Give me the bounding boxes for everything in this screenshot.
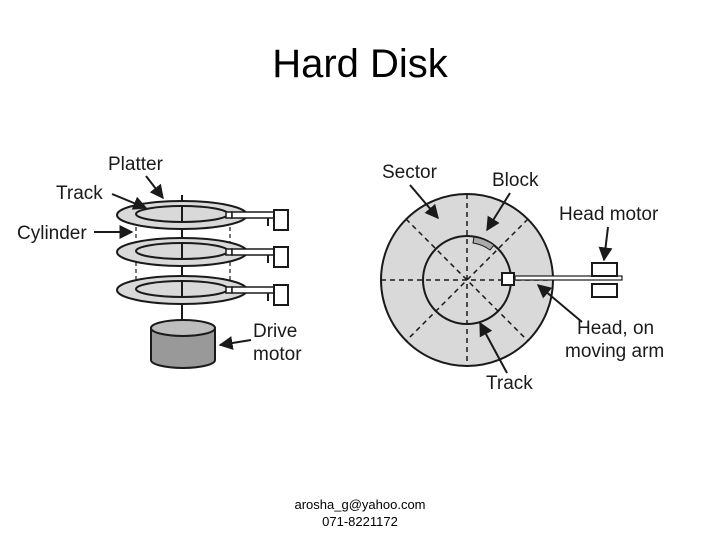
sector-dividers — [381, 194, 553, 366]
drive-motor-label-line1: Drive — [253, 321, 297, 342]
platter-arrow — [145, 175, 164, 200]
head-arm-middle — [225, 246, 289, 268]
head-label-line1: Head, on — [577, 318, 654, 339]
block-arrow — [486, 192, 511, 232]
drive-motor-arrow — [218, 336, 252, 350]
read-write-head — [501, 272, 515, 286]
head-arrow — [536, 284, 583, 323]
head-label-line2: moving arm — [565, 341, 664, 362]
head-motor-arrow — [598, 226, 613, 262]
platter-top — [116, 200, 248, 230]
footer-contact: arosha_g@yahoo.com 071-8221172 — [0, 496, 720, 530]
sector-arrow — [409, 184, 439, 220]
track-label-left: Track — [56, 183, 103, 204]
footer-email: arosha_g@yahoo.com — [294, 497, 426, 512]
slide-title: Hard Disk — [272, 42, 448, 86]
footer-phone: 071-8221172 — [322, 514, 398, 529]
head-arm — [501, 272, 623, 286]
platter-stack-diagram: Platter Track Cylinder Drive motor — [17, 154, 302, 369]
cylinder-label: Cylinder — [17, 223, 87, 244]
disk-surface-diagram: Sector Block Head motor Head, on moving … — [380, 162, 664, 394]
drive-motor-label-line2: motor — [253, 344, 302, 365]
track-arrow-left — [111, 193, 148, 210]
head-motor-label: Head motor — [559, 204, 659, 225]
track-label-right: Track — [486, 373, 533, 394]
platter-label: Platter — [108, 154, 164, 175]
drive-motor — [150, 319, 216, 369]
block-segment — [472, 236, 495, 251]
head-arm-bottom — [225, 284, 289, 306]
sector-label: Sector — [382, 162, 438, 183]
block-label: Block — [492, 170, 539, 191]
platter-bottom — [116, 275, 248, 305]
head-motor — [591, 262, 618, 298]
track-arrow-right — [479, 321, 508, 374]
head-arm-top — [225, 209, 289, 231]
